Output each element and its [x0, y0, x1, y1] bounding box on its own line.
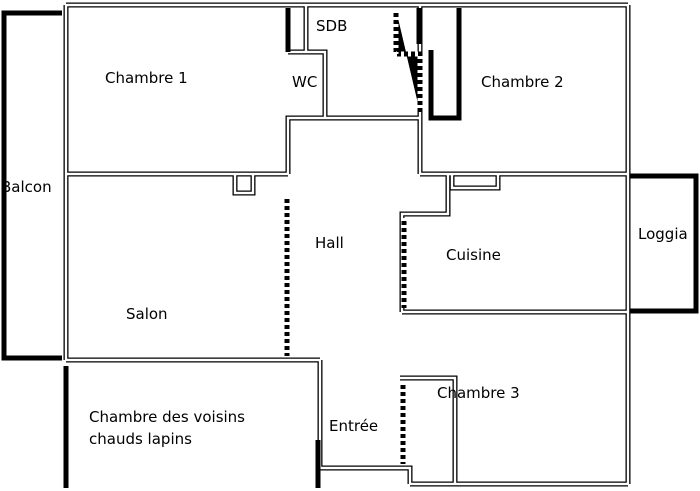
- label-chambre-1: Chambre 1: [105, 69, 188, 87]
- hatched-partitions: [284, 10, 423, 464]
- loggia-railing: [630, 173, 699, 314]
- label-cuisine: Cuisine: [446, 246, 501, 264]
- label-voisins-line2: chauds lapins: [89, 430, 192, 448]
- label-entree: Entrée: [329, 417, 378, 435]
- wall-cuisine-notch: [399, 174, 451, 312]
- label-chambre-3: Chambre 3: [437, 384, 520, 402]
- balcon-railing: [1, 10, 62, 361]
- room-labels: Chambre 1 SDB WC Chambre 2 Balcon Hall C…: [1, 17, 688, 448]
- label-wc: WC: [292, 73, 317, 91]
- wall-hall-top-left: [285, 115, 420, 174]
- label-loggia: Loggia: [638, 225, 688, 243]
- partition-sdb: [393, 10, 423, 112]
- thick-walls: [1, 8, 699, 488]
- label-salon: Salon: [126, 305, 168, 323]
- label-hall: Hall: [315, 234, 344, 252]
- wall-salon-duct: [232, 174, 256, 196]
- label-voisins-line1: Chambre des voisins: [89, 408, 245, 426]
- label-chambre-2: Chambre 2: [481, 73, 564, 91]
- chambre2-closet: [416, 8, 462, 121]
- label-sdb: SDB: [316, 17, 347, 35]
- label-balcon: Balcon: [1, 178, 52, 196]
